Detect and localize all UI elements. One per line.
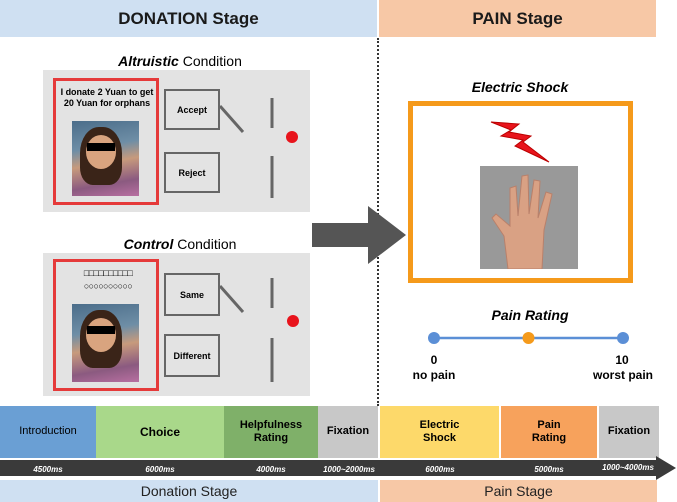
timeline-arrow — [0, 456, 676, 480]
cue-diagonal-line — [218, 105, 245, 133]
phase-choice-label: Choice — [139, 424, 180, 439]
pain-rating-scale[interactable] — [426, 330, 632, 346]
electric-shock-title-label: Electric Shock — [471, 79, 569, 95]
circles-row: ○○○○○○○○○○ — [83, 281, 133, 291]
donation-stage-header: DONATION Stage — [0, 0, 377, 37]
red-dot — [287, 315, 299, 327]
phase-helpfulness-rating: Helpfulness Rating — [224, 406, 318, 458]
rating-min-value: 0 — [430, 353, 438, 367]
phase-introduction-label: Introduction — [19, 425, 77, 438]
phase-helpfulness-rating-label: Helpfulness Rating — [239, 418, 303, 444]
control-title-emph: Control — [123, 236, 174, 252]
pain-stage-footer-label: Pain Stage — [484, 483, 553, 499]
duration-fixation-1: 1000~2000ms — [323, 465, 375, 474]
electric-shock-title: Electric Shock — [410, 79, 630, 95]
altruistic-offer-text: I donate 2 Yuan to get 20 Yuan for orpha… — [60, 87, 154, 108]
cue-diagonal-line — [218, 285, 245, 313]
pain-rating-title: Pain Rating — [420, 307, 640, 323]
child-photo-control — [72, 304, 139, 382]
phase-fixation-1: Fixation — [318, 406, 378, 458]
stage-transition-arrow — [312, 206, 406, 264]
altruistic-title-rest: Condition — [178, 53, 242, 69]
pain-stage-header: PAIN Stage — [379, 0, 656, 37]
lightning-icon — [490, 121, 550, 163]
pain-stage-header-label: PAIN Stage — [472, 8, 563, 28]
rating-max-value: 10 — [615, 353, 629, 367]
duration-helpfulness-rating: 4000ms — [256, 465, 286, 474]
rating-max-label: worst pain — [592, 368, 653, 382]
phase-electric-shock-label: Electric Shock — [419, 418, 460, 444]
accept-option[interactable]: Accept — [164, 89, 220, 130]
altruistic-title-emph: Altruistic — [118, 53, 179, 69]
hand-photo — [480, 166, 578, 269]
rating-min-dot — [428, 332, 440, 344]
phase-electric-shock: Electric Shock — [380, 406, 499, 458]
eye-censor-bar-control — [87, 326, 115, 334]
same-option[interactable]: Same — [164, 273, 220, 316]
phase-pain-rating-label: Pain Rating — [531, 418, 567, 444]
phase-fixation-2-label: Fixation — [607, 425, 651, 438]
phase-pain-rating: Pain Rating — [501, 406, 597, 458]
different-option-label: Different — [173, 350, 211, 361]
rating-marker[interactable] — [522, 332, 535, 344]
altruistic-condition-title: Altruistic Condition — [40, 53, 320, 69]
accept-option-label: Accept — [176, 104, 207, 115]
same-option-label: Same — [179, 289, 205, 300]
duration-choice: 6000ms — [145, 465, 175, 474]
eye-censor-bar — [87, 143, 115, 151]
donation-stage-header-label: DONATION Stage — [118, 8, 259, 28]
phase-fixation-2: Fixation — [599, 406, 659, 458]
duration-pain-rating: 5000ms — [534, 465, 564, 474]
phase-introduction: Introduction — [0, 406, 96, 458]
reject-option-label: Reject — [178, 167, 206, 178]
donation-stage-footer-label: Donation Stage — [140, 483, 238, 499]
red-dot — [286, 131, 298, 143]
control-condition-title: Control Condition — [40, 236, 320, 252]
reject-option[interactable]: Reject — [164, 152, 220, 193]
duration-electric-shock: 6000ms — [425, 465, 455, 474]
different-option[interactable]: Different — [164, 334, 220, 377]
altruistic-response-cue — [218, 98, 298, 198]
phase-choice: Choice — [96, 406, 224, 458]
control-stimulus-frame: □□□□□□□□□□ ○○○○○○○○○○ — [53, 259, 159, 391]
child-photo — [72, 121, 139, 196]
pain-stage-footer: Pain Stage — [380, 480, 657, 502]
control-response-cue — [218, 278, 299, 382]
duration-fixation-2: 1000~4000ms — [602, 463, 654, 472]
rating-min-label: no pain — [412, 368, 456, 382]
duration-introduction: 4500ms — [33, 465, 63, 474]
altruistic-offer-frame: I donate 2 Yuan to get 20 Yuan for orpha… — [53, 78, 159, 205]
pain-rating-title-label: Pain Rating — [491, 307, 569, 323]
squares-row: □□□□□□□□□□ — [83, 268, 133, 278]
control-title-rest: Condition — [173, 236, 237, 252]
donation-stage-footer: Donation Stage — [0, 480, 378, 502]
phase-fixation-1-label: Fixation — [326, 425, 370, 438]
rating-max-dot — [617, 332, 629, 344]
